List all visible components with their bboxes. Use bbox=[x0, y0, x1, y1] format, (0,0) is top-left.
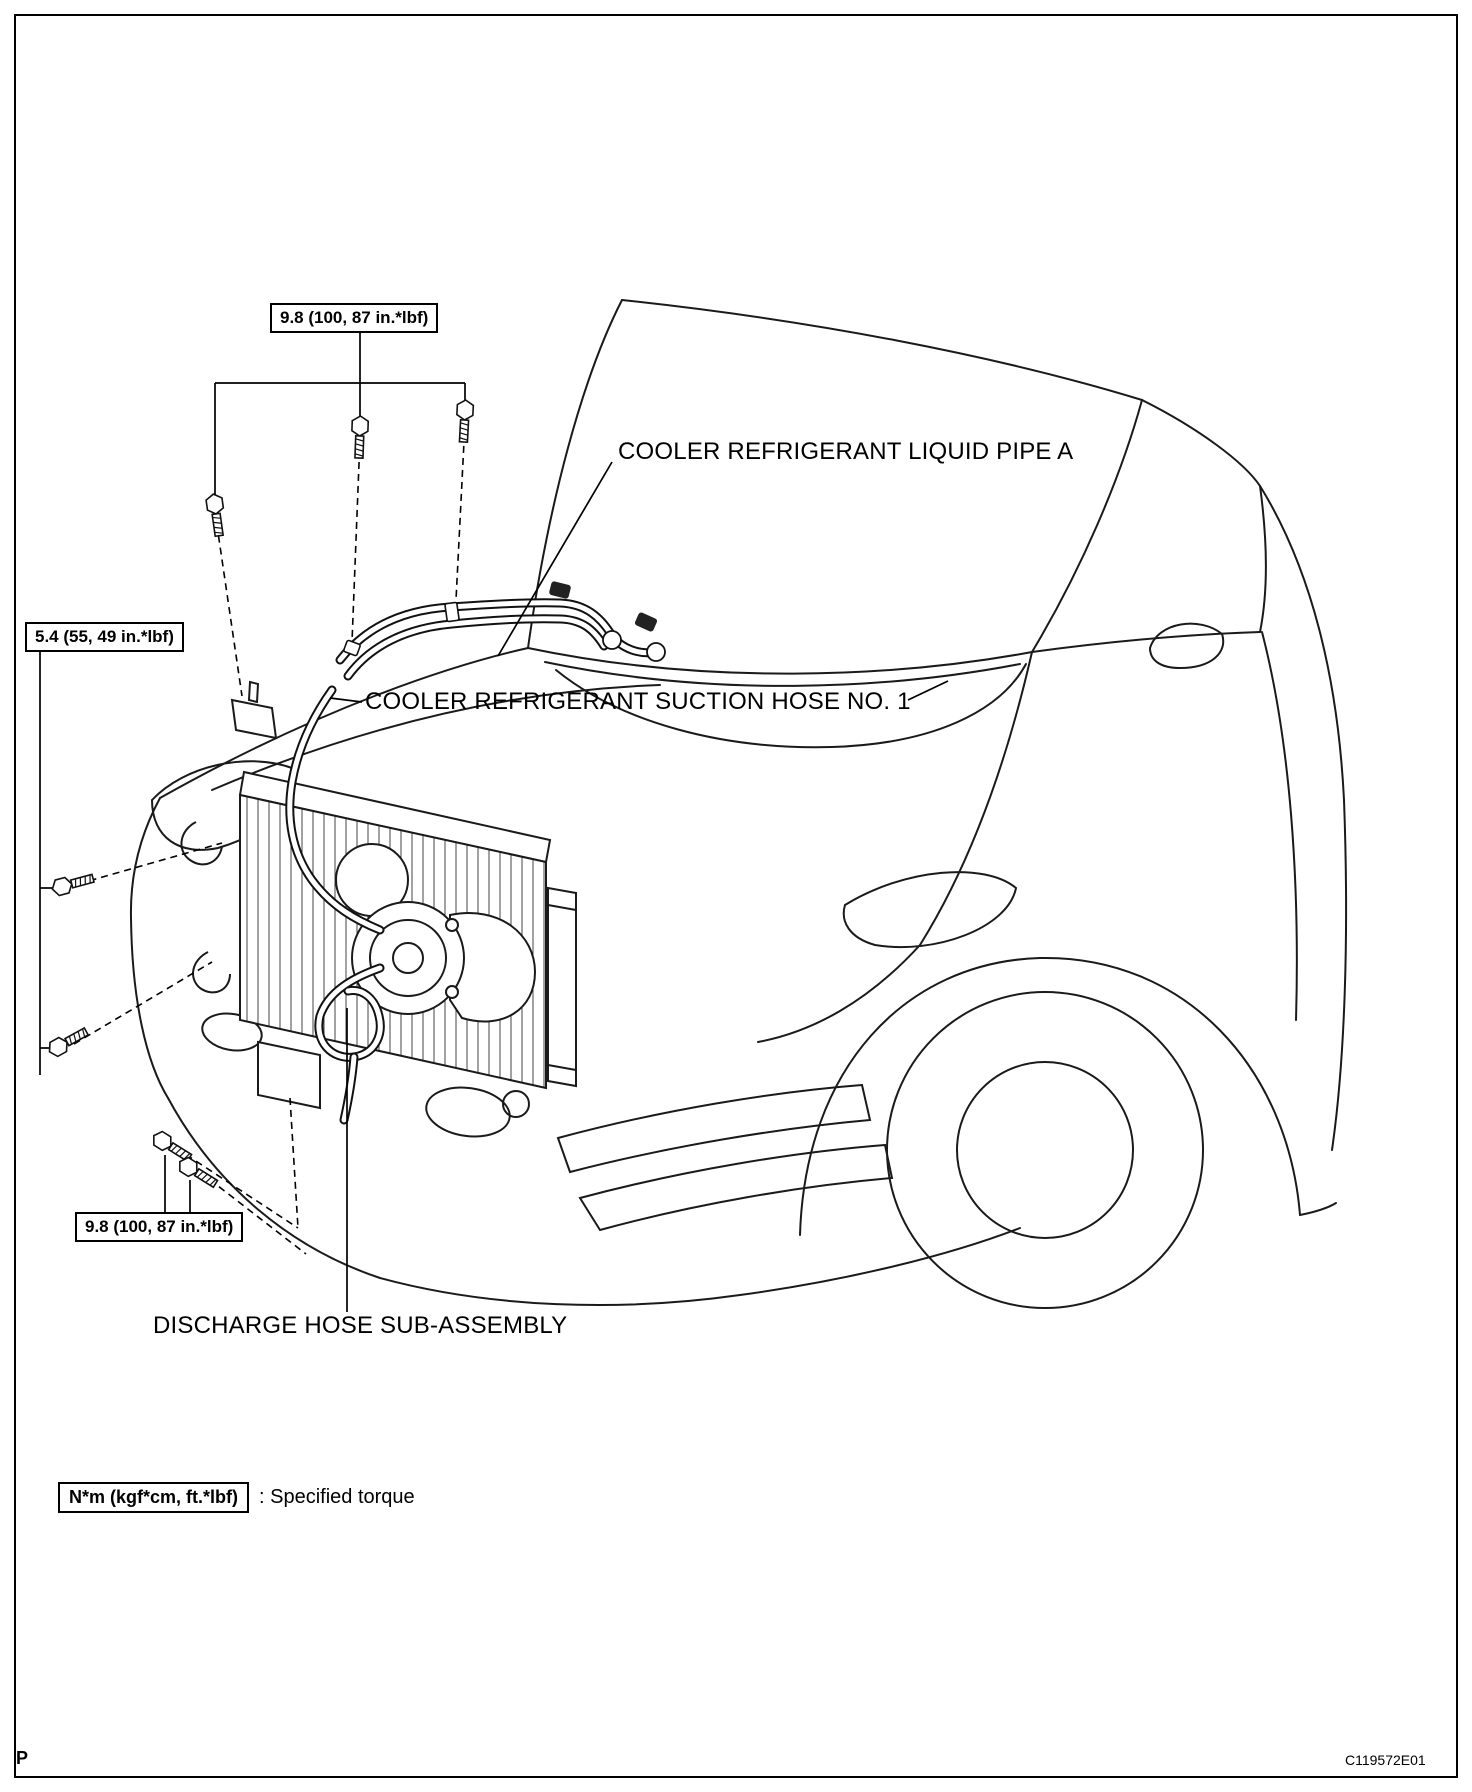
bolt-icon bbox=[204, 492, 228, 538]
torque-spec-bottom: 9.8 (100, 87 in.*lbf) bbox=[75, 1212, 244, 1242]
suction-hose bbox=[287, 687, 383, 933]
pipe-clamp bbox=[634, 612, 658, 632]
bolt-icon bbox=[174, 1154, 221, 1192]
pipe-bracket bbox=[444, 601, 460, 623]
page-letter: P bbox=[16, 1748, 29, 1768]
page-border bbox=[14, 14, 1458, 1778]
front-wheel bbox=[886, 991, 1204, 1309]
figure-code: C119572E01 bbox=[1345, 1752, 1426, 1768]
label-discharge-hose-sub-assembly: DISCHARGE HOSE SUB-ASSEMBLY bbox=[153, 1312, 568, 1339]
dashed-leader-lines bbox=[73, 421, 466, 1255]
leader-lines bbox=[39, 333, 949, 1312]
torque-spec-top: 9.8 (100, 87 in.*lbf) bbox=[270, 303, 439, 333]
torque-legend-description: : Specified torque bbox=[259, 1486, 415, 1508]
torque-spec-left: 5.4 (55, 49 in.*lbf) bbox=[25, 622, 184, 652]
label-cooler-refrigerant-liquid-pipe-a: COOLER REFRIGERANT LIQUID PIPE A bbox=[618, 438, 1074, 465]
pipe-fitting bbox=[602, 630, 622, 650]
pipe-fitting bbox=[646, 642, 666, 662]
bolt-icon bbox=[44, 1023, 91, 1060]
pipe-nut bbox=[343, 639, 361, 657]
receiver-drier bbox=[547, 886, 577, 1088]
compressor bbox=[351, 901, 537, 1023]
torque-legend: N*m (kgf*cm, ft.*lbf) : Specified torque bbox=[58, 1482, 415, 1513]
bolt-icon bbox=[350, 414, 370, 460]
pipe-fittings bbox=[343, 581, 666, 662]
bolt-icon bbox=[49, 869, 96, 898]
label-cooler-refrigerant-suction-hose-no1: COOLER REFRIGERANT SUCTION HOSE NO. 1 bbox=[365, 688, 911, 715]
pipe-clamp bbox=[549, 581, 571, 599]
torque-legend-symbol: N*m (kgf*cm, ft.*lbf) bbox=[58, 1482, 250, 1513]
bolt-icon bbox=[454, 398, 475, 444]
